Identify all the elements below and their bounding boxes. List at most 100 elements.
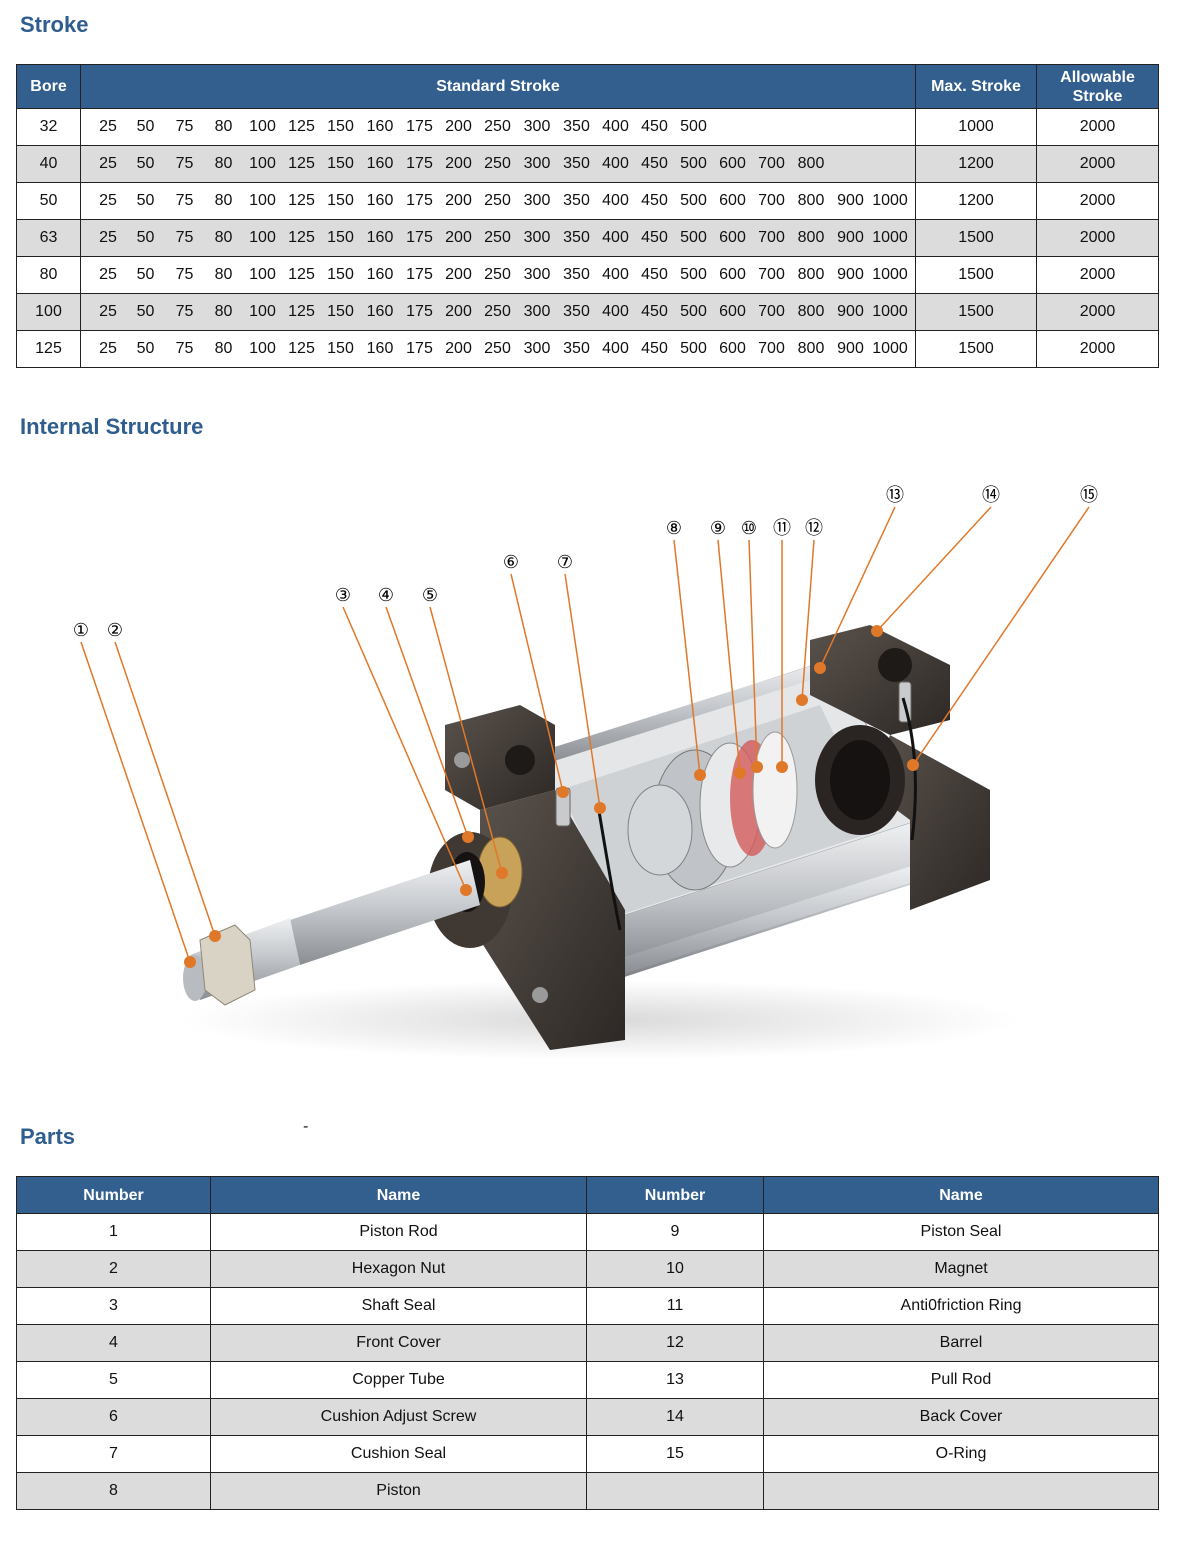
part-name-cell: Anti0friction Ring <box>763 1287 1159 1325</box>
callout-number: ⑤ <box>422 585 438 605</box>
stroke-value: 250 <box>484 155 511 172</box>
name-header: Name <box>210 1176 587 1214</box>
stroke-value: 175 <box>406 192 433 209</box>
part-name-cell: Piston Rod <box>210 1213 587 1251</box>
part-number-cell: 13 <box>586 1361 764 1399</box>
stroke-value: 600 <box>719 192 746 209</box>
stroke-value: 75 <box>175 340 194 357</box>
leader-line <box>342 606 467 891</box>
stroke-value: 350 <box>563 229 590 246</box>
leader-line <box>819 506 896 669</box>
callout-number: ⑮ <box>1080 485 1098 505</box>
stroke-value: 450 <box>641 340 668 357</box>
hexagon-nut <box>199 924 256 1006</box>
stroke-value: 900 <box>837 303 864 320</box>
stroke-value: 350 <box>563 266 590 283</box>
leader-line <box>80 641 191 963</box>
stroke-value: 450 <box>641 266 668 283</box>
leader-dot <box>594 802 606 814</box>
bore-header: Bore <box>16 64 81 109</box>
leader-line <box>429 606 503 874</box>
stroke-value: 350 <box>563 118 590 135</box>
stroke-value: 450 <box>641 303 668 320</box>
stroke-value: 125 <box>288 266 315 283</box>
part-number-cell: 11 <box>586 1287 764 1325</box>
parts-title: Parts <box>20 1124 76 1149</box>
stroke-value: 700 <box>758 192 785 209</box>
part-name-cell: Piston <box>210 1472 587 1510</box>
max-stroke-cell: 1500 <box>915 293 1037 331</box>
part-number-cell: 3 <box>16 1287 211 1325</box>
stroke-value: 600 <box>719 155 746 172</box>
stroke-value: 700 <box>758 155 785 172</box>
part-number-cell: 12 <box>586 1324 764 1362</box>
callout-number: ⑫ <box>805 518 823 538</box>
stroke-value: 25 <box>99 303 117 320</box>
part-name-cell: Pull Rod <box>763 1361 1159 1399</box>
allowable-stroke-header: Allowable Stroke <box>1036 64 1159 109</box>
bore-cell: 32 <box>16 108 81 146</box>
leader-dot <box>184 956 196 968</box>
callout-number: ⑭ <box>982 485 1000 505</box>
stroke-value: 150 <box>327 266 354 283</box>
stroke-value: 250 <box>484 340 511 357</box>
callout-number: ⑩ <box>741 518 757 538</box>
stroke-value: 350 <box>563 340 590 357</box>
stroke-value: 125 <box>288 340 315 357</box>
part-number-cell: 5 <box>16 1361 211 1399</box>
max-stroke-cell: 1200 <box>915 182 1037 220</box>
stroke-value: 160 <box>366 118 394 135</box>
stroke-value: 400 <box>602 229 629 246</box>
callout-number: ② <box>107 620 123 640</box>
part-name-cell: Copper Tube <box>210 1361 587 1399</box>
stroke-value: 100 <box>249 192 276 209</box>
stroke-value: 25 <box>99 192 117 209</box>
stroke-value: 160 <box>366 229 394 246</box>
stroke-value: 160 <box>366 340 394 357</box>
part-name-cell: Front Cover <box>210 1324 587 1362</box>
back-cover <box>810 625 990 910</box>
stroke-value: 800 <box>797 303 825 320</box>
stroke-value: 450 <box>641 229 668 246</box>
part-number-cell: 9 <box>586 1213 764 1251</box>
max-stroke-cell: 1000 <box>915 108 1037 146</box>
stroke-value: 800 <box>797 229 825 246</box>
stroke-value: 700 <box>758 303 785 320</box>
part-name-cell: Hexagon Nut <box>210 1250 587 1288</box>
stroke-value: 500 <box>680 229 707 246</box>
number-header: Number <box>16 1176 211 1214</box>
stroke-value: 450 <box>641 118 668 135</box>
pull-rods <box>545 660 920 975</box>
bore-cell: 80 <box>16 256 81 294</box>
stroke-value: 350 <box>563 303 590 320</box>
stroke-value: 150 <box>327 118 354 135</box>
stroke-value: 400 <box>602 118 629 135</box>
stroke-value: 900 <box>837 192 864 209</box>
part-name-cell: O-Ring <box>763 1435 1159 1473</box>
leader-dot <box>751 761 763 773</box>
stroke-value: 300 <box>523 340 551 357</box>
part-number-cell: 8 <box>16 1472 211 1510</box>
stroke-value: 1000 <box>872 303 908 320</box>
stroke-value: 160 <box>366 155 394 172</box>
stroke-value: 175 <box>406 155 433 172</box>
stroke-value: 200 <box>445 229 472 246</box>
stroke-value: 175 <box>406 118 433 135</box>
leader-line <box>876 506 992 632</box>
stroke-value: 200 <box>445 192 472 209</box>
leader-line <box>748 539 758 768</box>
stroke-value: 900 <box>837 229 864 246</box>
leader-line <box>510 573 564 793</box>
stroke-value: 400 <box>602 266 629 283</box>
